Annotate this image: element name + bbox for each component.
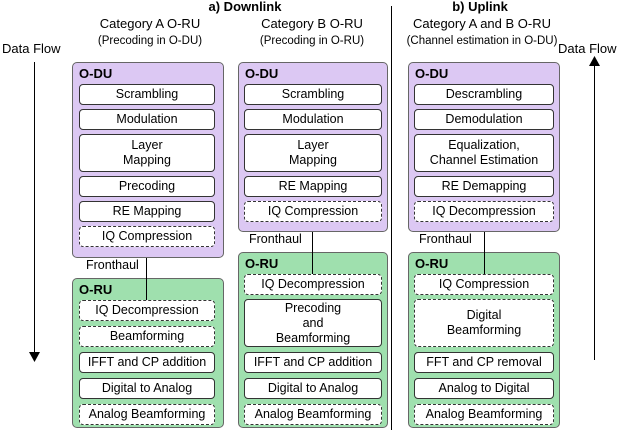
- o-ru-title: O-RU: [415, 256, 449, 271]
- fronthaul-label: Fronthaul: [86, 258, 139, 272]
- fronthaul-link: [312, 232, 313, 252]
- ifft-cp-block: IFFT and CP addition: [79, 352, 215, 373]
- iq-compression-block: IQ Compression: [79, 226, 215, 247]
- descrambling-block: Descrambling: [414, 84, 554, 105]
- scrambling-block: Scrambling: [79, 84, 215, 105]
- data-flow-arrow-right: [594, 64, 595, 360]
- data-flow-label-left: Data Flow: [2, 41, 61, 56]
- o-ru-title: O-RU: [79, 282, 113, 297]
- analog-beamforming-block: Analog Beamforming: [244, 404, 382, 425]
- fronthaul-link: [484, 232, 485, 252]
- re-demapping-block: RE Demapping: [414, 176, 554, 197]
- beamforming-block: Beamforming: [79, 326, 215, 347]
- fronthaul-link: [146, 278, 147, 300]
- uplink-header: b) Uplink: [452, 0, 508, 14]
- o-du-title: O-DU: [79, 66, 113, 81]
- down-arrowhead-icon: [29, 352, 40, 362]
- layer-mapping-block: Layer Mapping: [244, 134, 382, 172]
- ifft-cp-block: IFFT and CP addition: [244, 352, 382, 373]
- o-du-title: O-DU: [245, 66, 279, 81]
- downlink-header: a) Downlink: [208, 0, 282, 14]
- scrambling-block: Scrambling: [244, 84, 382, 105]
- demodulation-block: Demodulation: [414, 109, 554, 130]
- iq-decompression-block: IQ Decompression: [244, 274, 382, 295]
- digital-to-analog-block: Digital to Analog: [79, 378, 215, 399]
- precoding-beamforming-block: Precoding and Beamforming: [244, 299, 382, 347]
- iq-compression-block: IQ Compression: [414, 274, 554, 295]
- section-divider: [391, 6, 392, 430]
- fronthaul-label: Fronthaul: [249, 232, 302, 246]
- o-ru-title: O-RU: [245, 256, 279, 271]
- modulation-block: Modulation: [79, 109, 215, 130]
- iq-compression-block: IQ Compression: [244, 201, 382, 222]
- fft-cp-removal-block: FFT and CP removal: [414, 352, 554, 373]
- fronthaul-link: [312, 252, 313, 274]
- precoding-block: Precoding: [79, 176, 215, 197]
- data-flow-arrow-left: [34, 62, 35, 354]
- layer-mapping-block: Layer Mapping: [79, 134, 215, 172]
- category-a-title: Category A O-RU: [99, 16, 201, 31]
- re-mapping-block: RE Mapping: [79, 201, 215, 222]
- fronthaul-link: [484, 252, 485, 274]
- digital-beamforming-block: Digital Beamforming: [414, 299, 554, 347]
- up-arrowhead-icon: [589, 56, 600, 66]
- fronthaul-link: [146, 258, 147, 278]
- analog-beamforming-block: Analog Beamforming: [414, 404, 554, 425]
- fronthaul-label: Fronthaul: [419, 232, 472, 246]
- digital-to-analog-block: Digital to Analog: [244, 378, 382, 399]
- analog-to-digital-block: Analog to Digital: [414, 378, 554, 399]
- re-mapping-block: RE Mapping: [244, 176, 382, 197]
- category-b-title: Category B O-RU: [261, 16, 363, 31]
- category-b-subtitle: (Precoding in O-RU): [259, 35, 365, 47]
- o-du-title: O-DU: [415, 66, 449, 81]
- modulation-block: Modulation: [244, 109, 382, 130]
- category-ab-subtitle: (Channel estimation in O-DU): [406, 35, 558, 47]
- analog-beamforming-block: Analog Beamforming: [79, 404, 215, 425]
- category-ab-title: Category A and B O-RU: [412, 16, 551, 31]
- iq-decompression-block: IQ Decompression: [414, 201, 554, 222]
- data-flow-label-right: Data Flow: [558, 41, 617, 56]
- iq-decompression-block: IQ Decompression: [79, 300, 215, 321]
- equalization-channel-estimation-block: Equalization, Channel Estimation: [414, 134, 554, 172]
- category-a-subtitle: (Precoding in O-DU): [97, 35, 203, 47]
